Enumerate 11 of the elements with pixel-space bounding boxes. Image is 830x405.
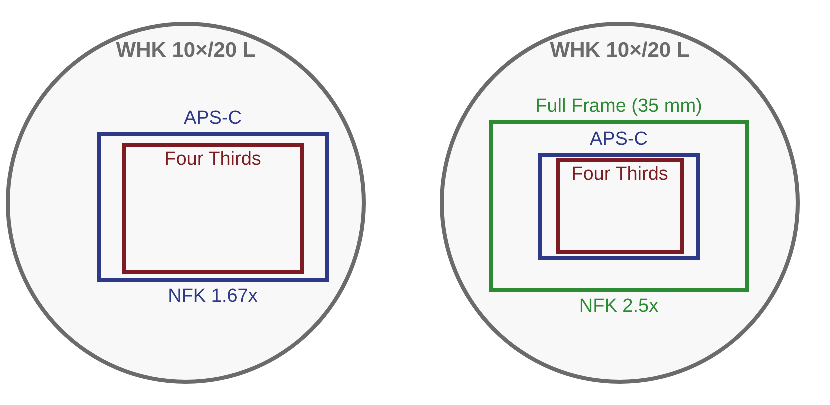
sensor-frame-rect (556, 158, 684, 254)
eyepiece-label: WHK 10×/20 L (116, 40, 256, 62)
sensor-format-label: APS-C (184, 108, 242, 130)
crop-factor-label: NFK 2.5x (579, 296, 659, 318)
crop-factor-label: NFK 1.67x (168, 286, 258, 308)
sensor-format-label: APS-C (590, 129, 648, 151)
sensor-format-label: Full Frame (35 mm) (536, 96, 702, 118)
sensor-format-label: Four Thirds (572, 164, 668, 186)
eyepiece-label: WHK 10×/20 L (550, 40, 690, 62)
sensor-format-label: Four Thirds (164, 149, 262, 171)
sensor-frame-rect (122, 143, 304, 274)
